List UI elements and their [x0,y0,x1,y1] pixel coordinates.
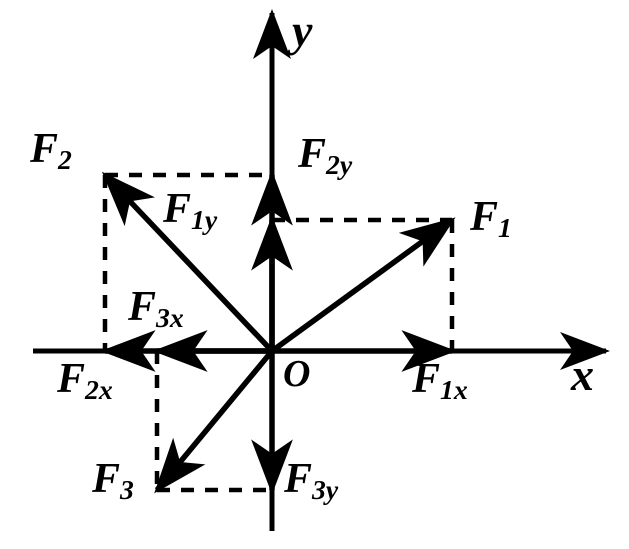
label-f1y-base: F [163,186,192,232]
label-f2x-base: F [57,356,86,402]
label-f3-base: F [92,456,121,502]
component-vectors [100,170,457,495]
vector-f1 [270,217,456,354]
vector-f3 [154,349,275,494]
vector-f2 [101,171,274,353]
label-f3: F3 [92,456,134,504]
label-f3x: F3x [128,284,184,332]
label-f1y-subscript: 1y [191,204,218,236]
label-f1-base: F [470,194,499,240]
label-f2-base: F [30,126,59,172]
label-f2x: F2x [57,356,113,404]
label-f2-subscript: 2 [58,144,72,176]
label-f1x-subscript: 1x [440,374,468,406]
coordinate-axes [33,8,611,531]
label-f2x-subscript: 2x [85,374,113,406]
label-f2y: F2y [298,131,352,179]
x-axis-label: x [571,349,594,400]
label-f2: F2 [30,126,72,174]
label-f1x-base: F [412,356,441,402]
label-f3y: F3y [284,456,338,504]
y-axis-label: y [292,5,313,56]
label-f3x-base: F [128,284,157,330]
label-f1: F1 [470,194,512,242]
origin-label: O [283,353,311,395]
label-f3-subscript: 3 [120,474,134,506]
label-f1y: F1y [163,186,217,234]
force-vectors [101,171,456,494]
label-f1x: F1x [412,356,468,404]
label-f2y-subscript: 2y [326,149,353,181]
label-f3y-subscript: 3y [312,474,339,506]
label-f1-subscript: 1 [498,212,512,244]
label-f2y-base: F [298,131,327,177]
label-f3x-subscript: 3x [156,302,184,334]
label-f3y-base: F [284,456,313,502]
